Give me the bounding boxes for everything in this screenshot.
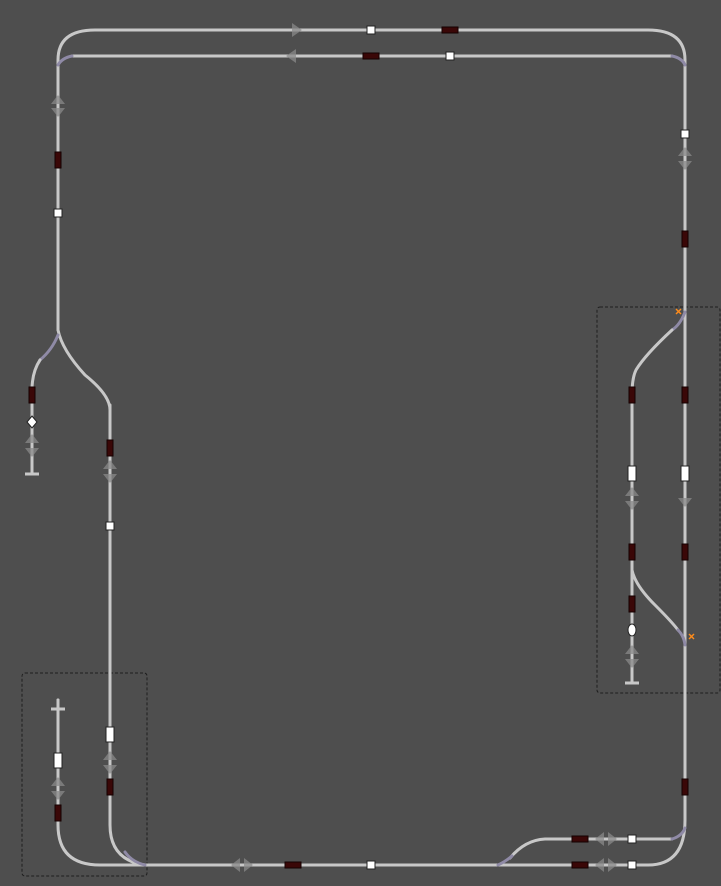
direction-arrow-icon[interactable] bbox=[103, 460, 117, 469]
direction-arrow-icon[interactable] bbox=[286, 49, 296, 63]
block-marker-icon[interactable] bbox=[53, 752, 63, 769]
direction-arrow-icon[interactable] bbox=[231, 858, 240, 872]
bottom-right-parallel-track[interactable] bbox=[508, 837, 674, 860]
direction-arrow-icon[interactable] bbox=[51, 777, 65, 786]
direction-arrow-icon[interactable] bbox=[244, 858, 253, 872]
direction-arrow-icon[interactable] bbox=[595, 858, 604, 872]
signal-head-icon[interactable] bbox=[441, 26, 459, 34]
block-marker-icon[interactable] bbox=[627, 465, 637, 482]
signal-head-icon[interactable] bbox=[28, 386, 36, 404]
right-station-crossover-track[interactable] bbox=[630, 568, 680, 632]
top-right-turnout-leg[interactable] bbox=[670, 54, 687, 67]
block-marker-icon[interactable] bbox=[627, 623, 637, 637]
cross-marker-icon bbox=[688, 633, 695, 640]
direction-arrow-icon[interactable] bbox=[51, 791, 65, 800]
sensor-icon[interactable] bbox=[680, 129, 690, 139]
signal-head-icon[interactable] bbox=[681, 778, 689, 796]
signal-head-icon[interactable] bbox=[571, 861, 589, 869]
signal-head-icon[interactable] bbox=[628, 543, 636, 561]
signal-head-icon[interactable] bbox=[106, 439, 114, 457]
signal-head-icon[interactable] bbox=[628, 386, 636, 404]
sensor-icon[interactable] bbox=[366, 860, 376, 870]
signal-head-icon[interactable] bbox=[681, 230, 689, 248]
direction-arrow-icon[interactable] bbox=[103, 765, 117, 774]
direction-arrow-icon[interactable] bbox=[625, 645, 639, 654]
cross-marker-icon bbox=[675, 308, 682, 315]
station-area-right[interactable] bbox=[596, 306, 721, 694]
direction-arrow-icon[interactable] bbox=[625, 487, 639, 496]
signal-head-icon[interactable] bbox=[106, 778, 114, 796]
direction-arrow-icon[interactable] bbox=[608, 858, 617, 872]
right-station-turnout-leg-top[interactable] bbox=[670, 310, 687, 332]
direction-arrow-icon[interactable] bbox=[595, 832, 604, 846]
signal-head-icon[interactable] bbox=[571, 835, 589, 843]
sensor-icon[interactable] bbox=[366, 25, 376, 35]
sensor-icon[interactable] bbox=[105, 521, 115, 531]
direction-arrow-icon[interactable] bbox=[625, 659, 639, 668]
sensor-icon[interactable] bbox=[627, 860, 637, 870]
direction-arrow-icon[interactable] bbox=[25, 448, 39, 457]
direction-arrow-icon[interactable] bbox=[625, 501, 639, 510]
direction-arrow-icon[interactable] bbox=[51, 95, 65, 104]
signal-head-icon[interactable] bbox=[54, 151, 62, 169]
sensor-icon[interactable] bbox=[53, 208, 63, 218]
signal-head-icon[interactable] bbox=[681, 543, 689, 561]
outer-mainline-track[interactable] bbox=[56, 28, 687, 867]
direction-arrow-icon[interactable] bbox=[678, 498, 692, 507]
turnout-control-icon[interactable] bbox=[26, 415, 38, 429]
signal-head-icon[interactable] bbox=[681, 386, 689, 404]
direction-arrow-icon[interactable] bbox=[608, 832, 617, 846]
bottom-right-turnout-leg[interactable] bbox=[496, 854, 514, 867]
left-siding-turnout-leg[interactable] bbox=[38, 333, 60, 362]
sensor-icon[interactable] bbox=[445, 51, 455, 61]
signal-head-icon[interactable] bbox=[362, 52, 380, 60]
right-station-siding-track[interactable] bbox=[630, 328, 674, 685]
direction-arrow-icon[interactable] bbox=[103, 751, 117, 760]
left-junction-track[interactable] bbox=[56, 328, 112, 412]
bottom-left-turnout-leg[interactable] bbox=[123, 850, 147, 867]
direction-arrow-icon[interactable] bbox=[103, 474, 117, 483]
direction-arrow-icon[interactable] bbox=[25, 434, 39, 443]
signal-head-icon[interactable] bbox=[54, 804, 62, 822]
right-station-turnout-leg-bottom[interactable] bbox=[676, 628, 687, 647]
station-area-bottom-left[interactable] bbox=[21, 672, 148, 877]
signal-head-icon[interactable] bbox=[628, 595, 636, 613]
block-marker-icon[interactable] bbox=[105, 726, 115, 743]
block-marker-icon[interactable] bbox=[680, 465, 690, 482]
right-lower-turnout-leg[interactable] bbox=[670, 826, 687, 841]
sensor-icon[interactable] bbox=[627, 834, 637, 844]
direction-arrow-icon[interactable] bbox=[678, 147, 692, 156]
direction-arrow-icon[interactable] bbox=[678, 161, 692, 170]
signal-head-icon[interactable] bbox=[284, 861, 302, 869]
top-left-turnout-leg[interactable] bbox=[56, 54, 74, 67]
direction-arrow-icon[interactable] bbox=[292, 23, 302, 37]
direction-arrow-icon[interactable] bbox=[51, 108, 65, 117]
